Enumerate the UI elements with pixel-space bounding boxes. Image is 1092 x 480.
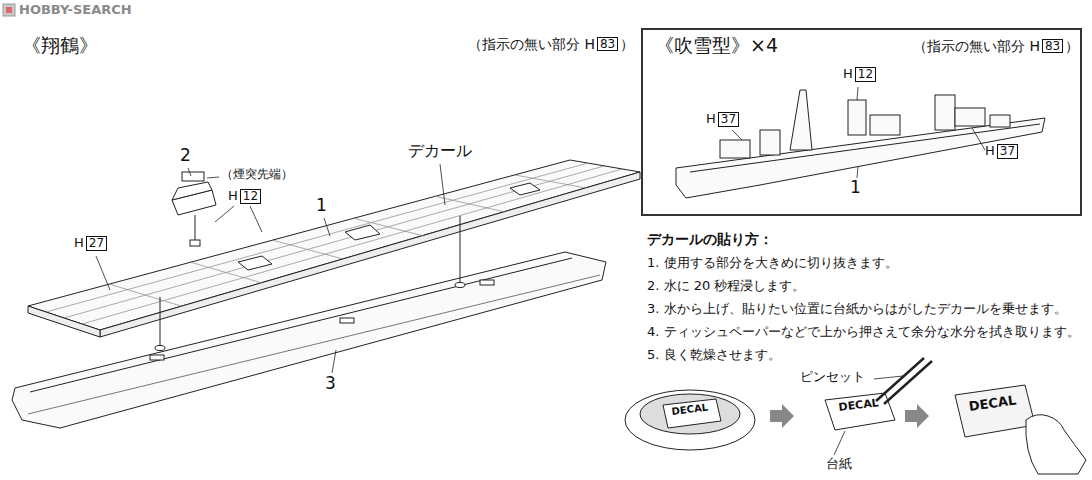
instruction-step: 1. 使用する部分を大きめに切り抜きます。 (647, 256, 898, 271)
decal-print: DECAL (671, 402, 709, 418)
applied-decal (955, 385, 1086, 474)
decal-on-tweezers (825, 358, 932, 430)
decal-print: DECAL (968, 393, 1017, 414)
assembly-pegs (155, 216, 465, 351)
watermark-logo (3, 4, 15, 16)
instruction-step: 5. 良く乾燥させます。 (647, 348, 781, 363)
callout-number: 1 (850, 178, 861, 198)
color-code: H (843, 67, 853, 82)
decal-print: DECAL (838, 397, 879, 414)
note-text: ） (1065, 38, 1079, 54)
instruction-step: 4. ティッシュペーパーなどで上から押さえて余分な水分を拭き取ります。 (647, 325, 1080, 340)
note-text: ） (620, 36, 634, 52)
note-text: （指示の無い部分 H (468, 36, 595, 52)
part-number-box: 83 (597, 37, 618, 52)
leader-lines (96, 87, 985, 455)
text-row: H12 (228, 189, 261, 204)
section-title: 《翔鶴》 (22, 35, 98, 57)
text-row: H37 (706, 112, 739, 127)
section-title: 《吹雪型》×4 (655, 35, 778, 57)
part-label: 台紙 (826, 457, 852, 472)
callout-number: 1 (316, 196, 327, 216)
callout-label: デカール (408, 142, 472, 160)
color-code: H (74, 236, 84, 251)
instruction-step: 2. 水に 20 秒程浸します。 (647, 279, 805, 294)
instruction-title: デカールの貼り方： (647, 231, 773, 247)
part-number-box: 12 (240, 189, 261, 204)
instruction-step: 3. 水から上げ、貼りたい位置に台紙からはがしたデカールを乗せます。 (647, 302, 1067, 317)
text-row: H27 (74, 236, 107, 251)
destroyer (676, 90, 1045, 198)
carrier-island (172, 172, 216, 246)
text-row: H12 (843, 67, 876, 82)
part-note: （煙突先端） (221, 168, 293, 182)
note-text: （指示の無い部分 H (913, 38, 1040, 54)
part-number-box: 37 (997, 144, 1018, 159)
part-number-box: 37 (718, 112, 739, 127)
water-dish (625, 390, 755, 450)
callout-number: 3 (325, 374, 336, 394)
part-number-box: 12 (855, 67, 876, 82)
carrier-hull (12, 252, 606, 428)
callout-number: 2 (180, 146, 191, 166)
text-row: （指示の無い部分 H83） (913, 38, 1079, 54)
tool-label: ピンセット (800, 370, 865, 385)
color-code: H (228, 189, 238, 204)
color-code: H (985, 144, 995, 159)
part-number-box: 27 (86, 236, 107, 251)
part-number-box: 83 (1042, 39, 1063, 54)
text-row: H37 (985, 144, 1018, 159)
text-row: （指示の無い部分 H83） (468, 36, 634, 52)
watermark: HOBBY-SEARCH (19, 3, 132, 18)
color-code: H (706, 112, 716, 127)
